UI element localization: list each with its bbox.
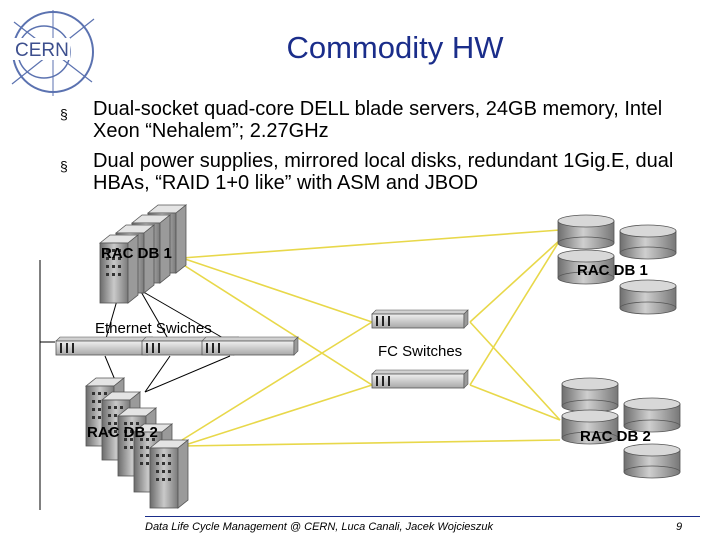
link xyxy=(469,239,561,323)
right-bottom-rac-label: RAC DB 2 xyxy=(580,428,651,445)
link xyxy=(144,355,231,393)
link xyxy=(144,355,171,393)
logo-text: CERN xyxy=(15,40,69,61)
link xyxy=(181,263,373,386)
ethernet-switches xyxy=(55,336,299,356)
link xyxy=(139,289,231,343)
fc-links xyxy=(181,229,561,447)
link xyxy=(181,229,561,259)
link xyxy=(181,384,373,447)
bullet-text: Dual power supplies, mirrored local disk… xyxy=(93,150,674,194)
link xyxy=(469,384,561,421)
bullet-marker: § xyxy=(60,106,68,122)
page-title: Commodity HW xyxy=(286,30,504,65)
link xyxy=(181,257,373,323)
right-top-rac-label: RAC DB 1 xyxy=(577,262,648,279)
link xyxy=(139,289,171,343)
bullet-item: § Dual-socket quad-core DELL blade server… xyxy=(60,98,710,142)
bullet-marker: § xyxy=(60,158,68,174)
page-number: 9 xyxy=(676,521,683,533)
link xyxy=(181,439,561,447)
left-bottom-servers xyxy=(85,377,189,509)
cern-logo: CERN xyxy=(11,10,95,96)
bullet-list: § Dual-socket quad-core DELL blade server… xyxy=(60,98,710,202)
link xyxy=(469,239,561,386)
footer-divider xyxy=(145,516,700,517)
footer-text: Data Life Cycle Management @ CERN, Luca … xyxy=(145,521,494,533)
bullet-text: Dual-socket quad-core DELL blade servers… xyxy=(93,98,663,142)
ethernet-switches-label: Ethernet Swiches xyxy=(95,320,212,337)
fc-switches-label: FC Switches xyxy=(378,343,463,360)
link xyxy=(469,321,561,421)
left-bottom-rac-label: RAC DB 2 xyxy=(87,424,158,441)
left-top-rac-label: RAC DB 1 xyxy=(101,245,172,262)
bullet-item: § Dual power supplies, mirrored local dis… xyxy=(60,150,710,194)
link xyxy=(181,321,373,441)
